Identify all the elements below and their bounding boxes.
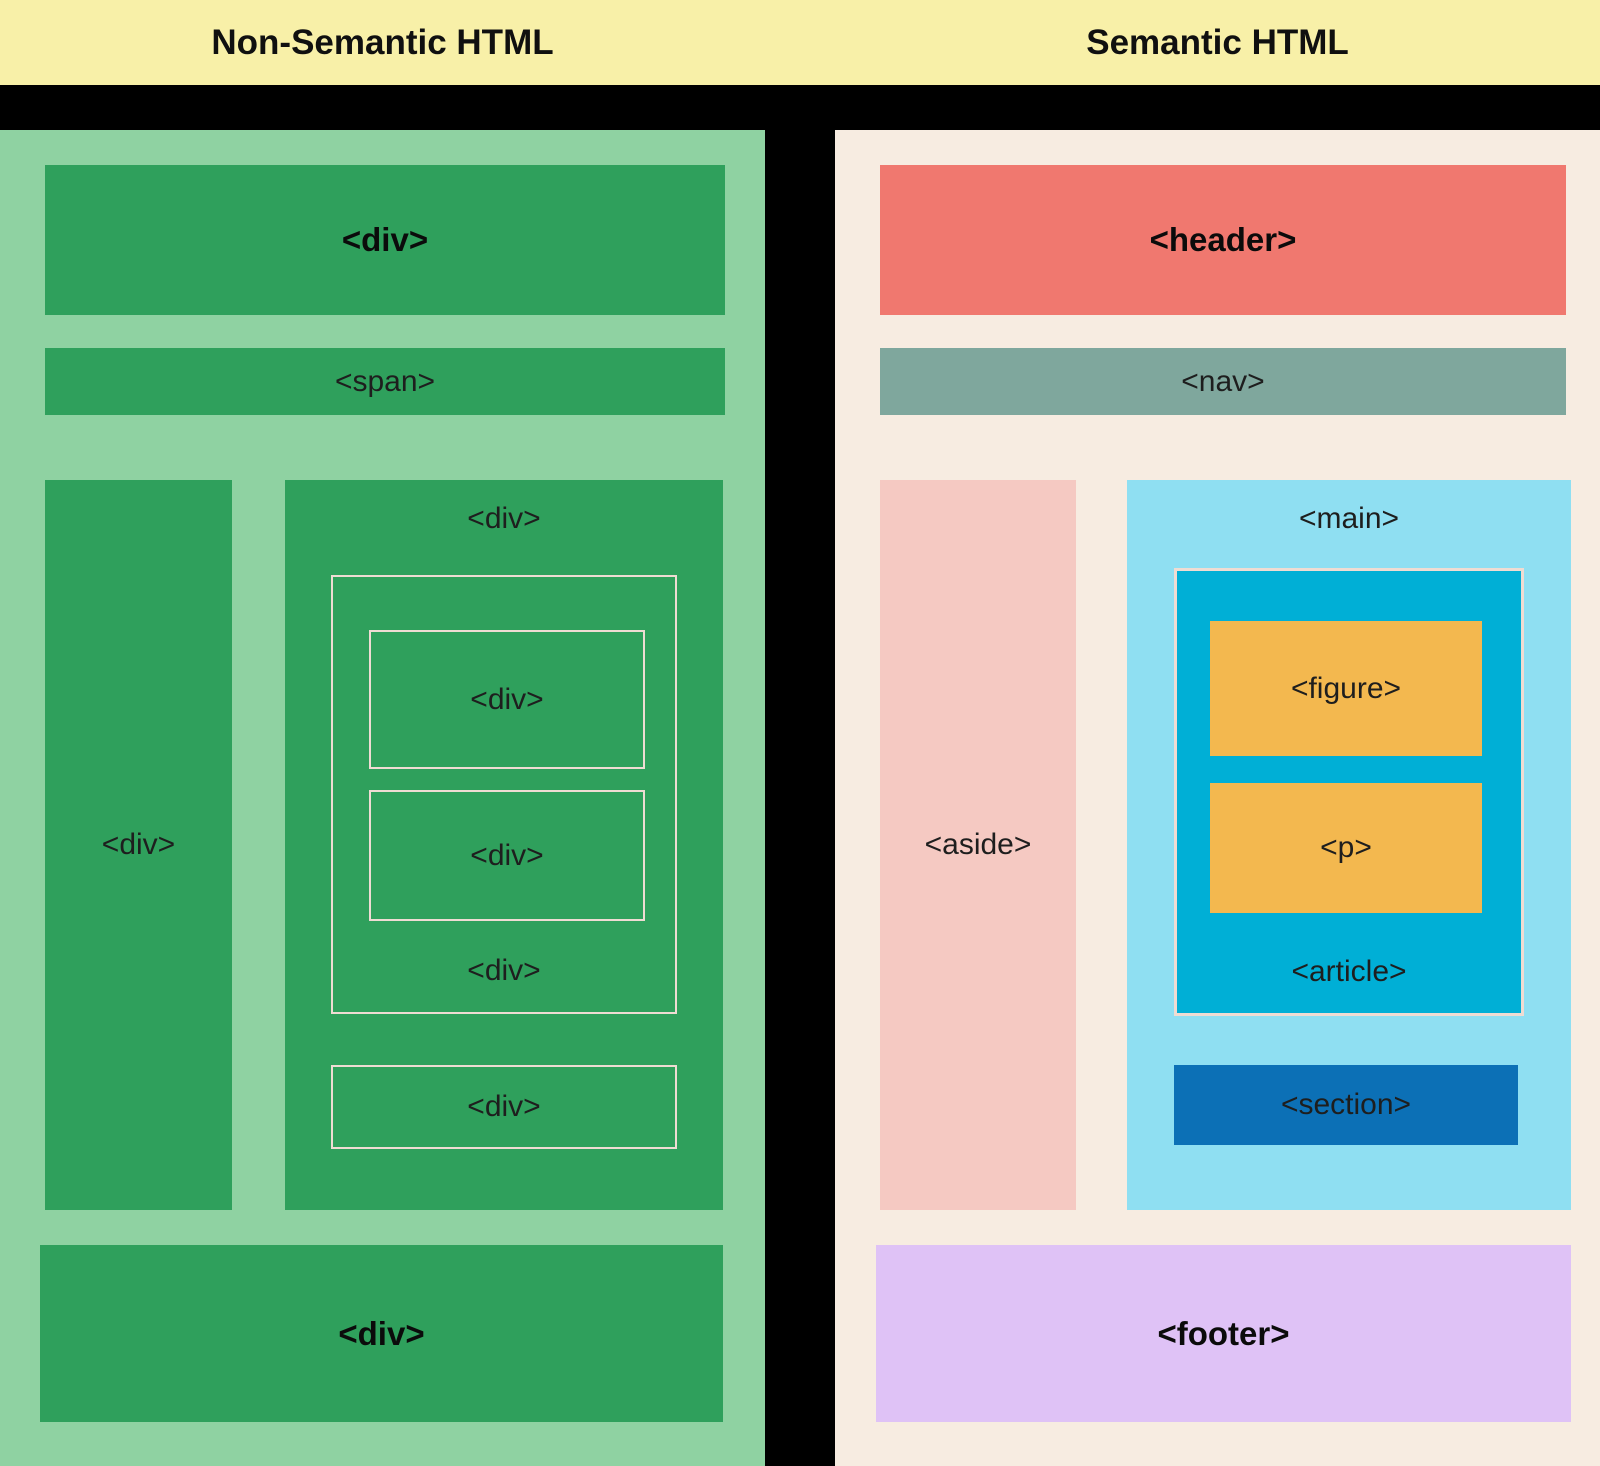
span-block: <span> (45, 348, 725, 415)
p-block: <p> (1210, 783, 1482, 913)
div-standalone-block: <div> (331, 1065, 677, 1149)
section-block: <section> (1174, 1065, 1518, 1145)
div-wrapper-block: <div> <div> <div> (331, 575, 677, 1014)
banner-gap (765, 0, 835, 85)
div-footer-block: <div> (40, 1245, 723, 1422)
semantic-panel: <header> <nav> <aside> <main> <figure> <… (835, 130, 1600, 1466)
div-group-block: <div> <div> <div> <div> <div> (285, 480, 723, 1210)
footer-block: <footer> (876, 1245, 1571, 1422)
non-semantic-panel: <div> <span> <div> <div> <div> <div> <di… (0, 130, 765, 1466)
main-label: <main> (1298, 502, 1400, 535)
semantic-title: Semantic HTML (1086, 22, 1349, 62)
div-header-block: <div> (45, 165, 725, 315)
aside-block: <aside> (880, 480, 1076, 1210)
title-banner: Non-Semantic HTML Semantic HTML (0, 0, 1600, 85)
non-semantic-title: Non-Semantic HTML (211, 22, 554, 62)
div-nested-block-2: <div> (369, 790, 645, 921)
article-label: <article> (1291, 955, 1407, 988)
div-sidebar-block: <div> (45, 480, 232, 1210)
div-group-label: <div> (467, 502, 541, 535)
figure-block: <figure> (1210, 621, 1482, 756)
article-block: <figure> <p> <article> (1174, 568, 1524, 1016)
nav-block: <nav> (880, 348, 1566, 415)
div-wrapper-label: <div> (467, 954, 541, 987)
div-nested-block-1: <div> (369, 630, 645, 769)
main-block: <main> <figure> <p> <article> <section> (1127, 480, 1571, 1210)
header-block: <header> (880, 165, 1566, 315)
